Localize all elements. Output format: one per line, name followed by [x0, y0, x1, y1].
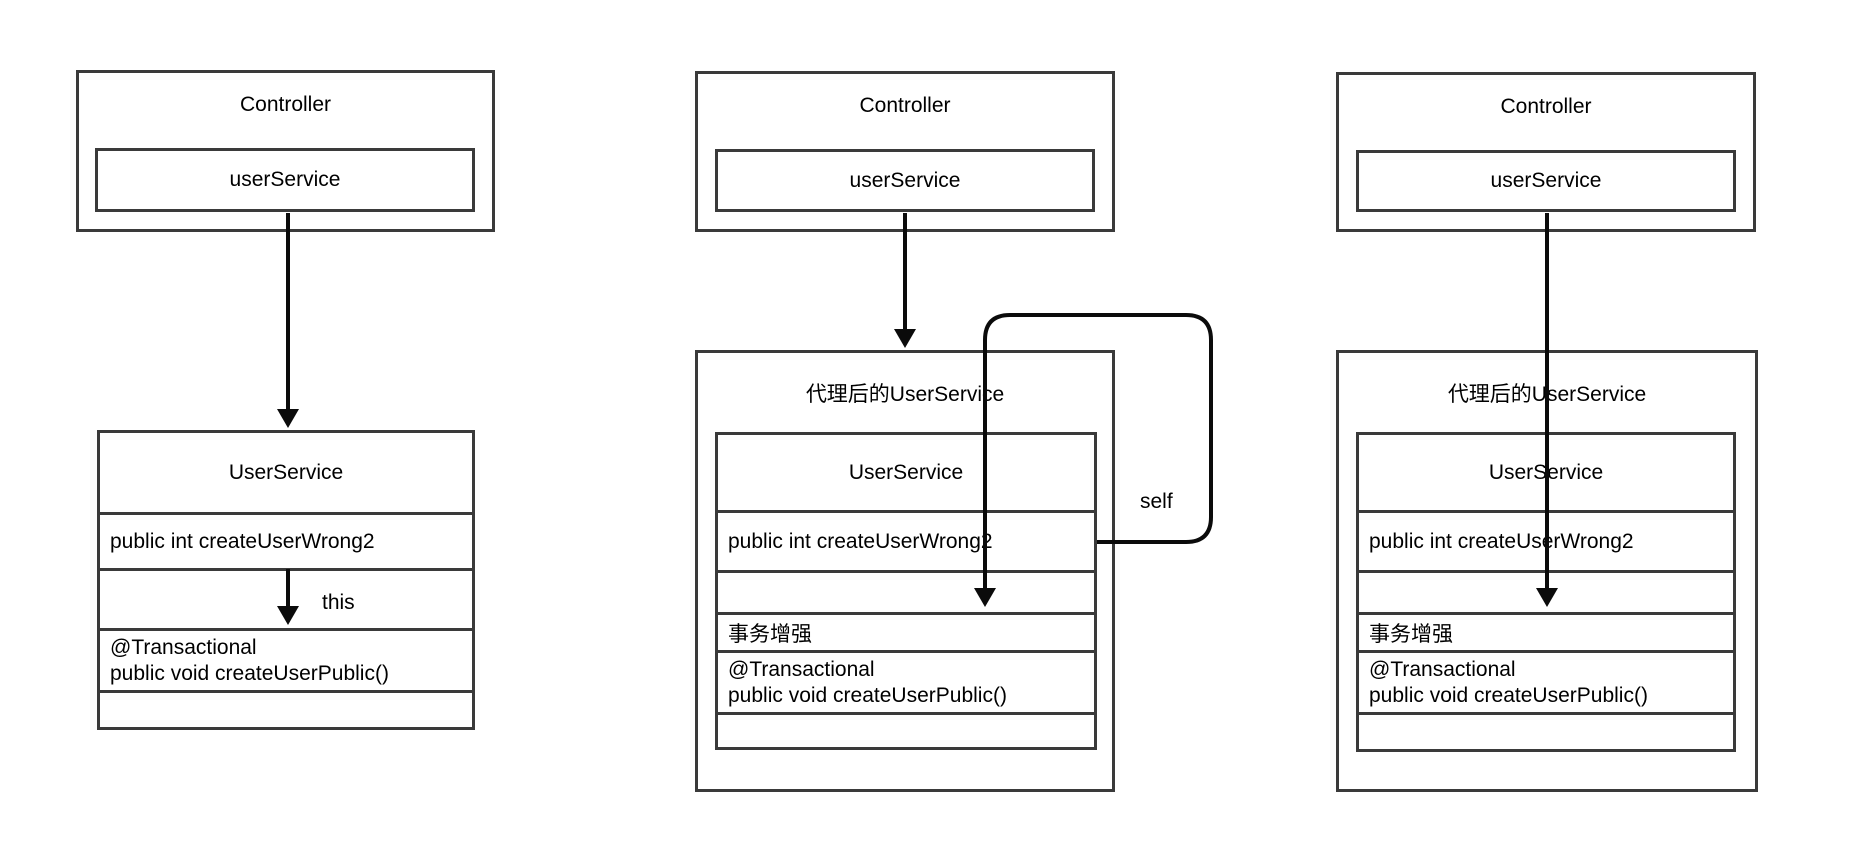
middle-enhance-row: 事务增强 [718, 612, 1094, 650]
left-this-label: this [322, 591, 355, 614]
right-empty-row [1359, 712, 1733, 749]
left-call-row [100, 568, 472, 628]
middle-call-return-row [718, 570, 1094, 612]
right-method-row: public int createUserWrong2 [1359, 510, 1733, 570]
middle-userservice-field-label: userService [849, 168, 961, 192]
left-method-row: public int createUserWrong2 [100, 512, 472, 568]
left-controller-to-service-arrow [277, 213, 299, 428]
left-empty-row [100, 690, 472, 727]
middle-annotation-line1: @Transactional [728, 657, 875, 681]
middle-userservice-class-box: UserService public int createUserWrong2 … [715, 432, 1097, 750]
right-userservice-class-box: UserService public int createUserWrong2 … [1356, 432, 1736, 752]
left-annotation-line2: public void createUserPublic() [110, 661, 389, 685]
middle-self-label: self [1140, 490, 1173, 513]
middle-method-row: public int createUserWrong2 [718, 510, 1094, 570]
middle-annotation-row: @Transactional public void createUserPub… [718, 650, 1094, 712]
right-annotation-line1: @Transactional [1369, 657, 1516, 681]
middle-controller-title: Controller [859, 94, 951, 117]
middle-annotation-line2: public void createUserPublic() [728, 683, 1007, 707]
middle-controller-to-proxy-arrow [894, 213, 916, 348]
right-userservice-field: userService [1356, 150, 1736, 212]
left-annotation-line1: @Transactional [110, 635, 257, 659]
right-class-header: UserService [1488, 460, 1604, 484]
right-userservice-field-label: userService [1490, 169, 1602, 192]
left-userservice-field: userService [95, 148, 475, 212]
middle-userservice-field: userService [715, 149, 1095, 212]
left-annotation-row: @Transactional public void createUserPub… [100, 628, 472, 690]
middle-proxy-title: 代理后的UserService [805, 383, 1005, 406]
left-class-header: UserService [228, 460, 344, 484]
right-proxy-title: 代理后的UserService [1447, 383, 1647, 406]
right-enhance-row: 事务增强 [1359, 612, 1733, 650]
right-annotation-line2: public void createUserPublic() [1369, 683, 1648, 707]
left-controller-title: Controller [239, 93, 332, 116]
middle-empty-row [718, 712, 1094, 747]
right-annotation-row: @Transactional public void createUserPub… [1359, 650, 1733, 712]
left-userservice-class-box: UserService public int createUserWrong2 … [97, 430, 475, 730]
middle-class-header: UserService [848, 460, 964, 484]
right-controller-title: Controller [1500, 95, 1592, 118]
left-userservice-field-label: userService [229, 168, 341, 191]
right-call-return-row [1359, 570, 1733, 612]
